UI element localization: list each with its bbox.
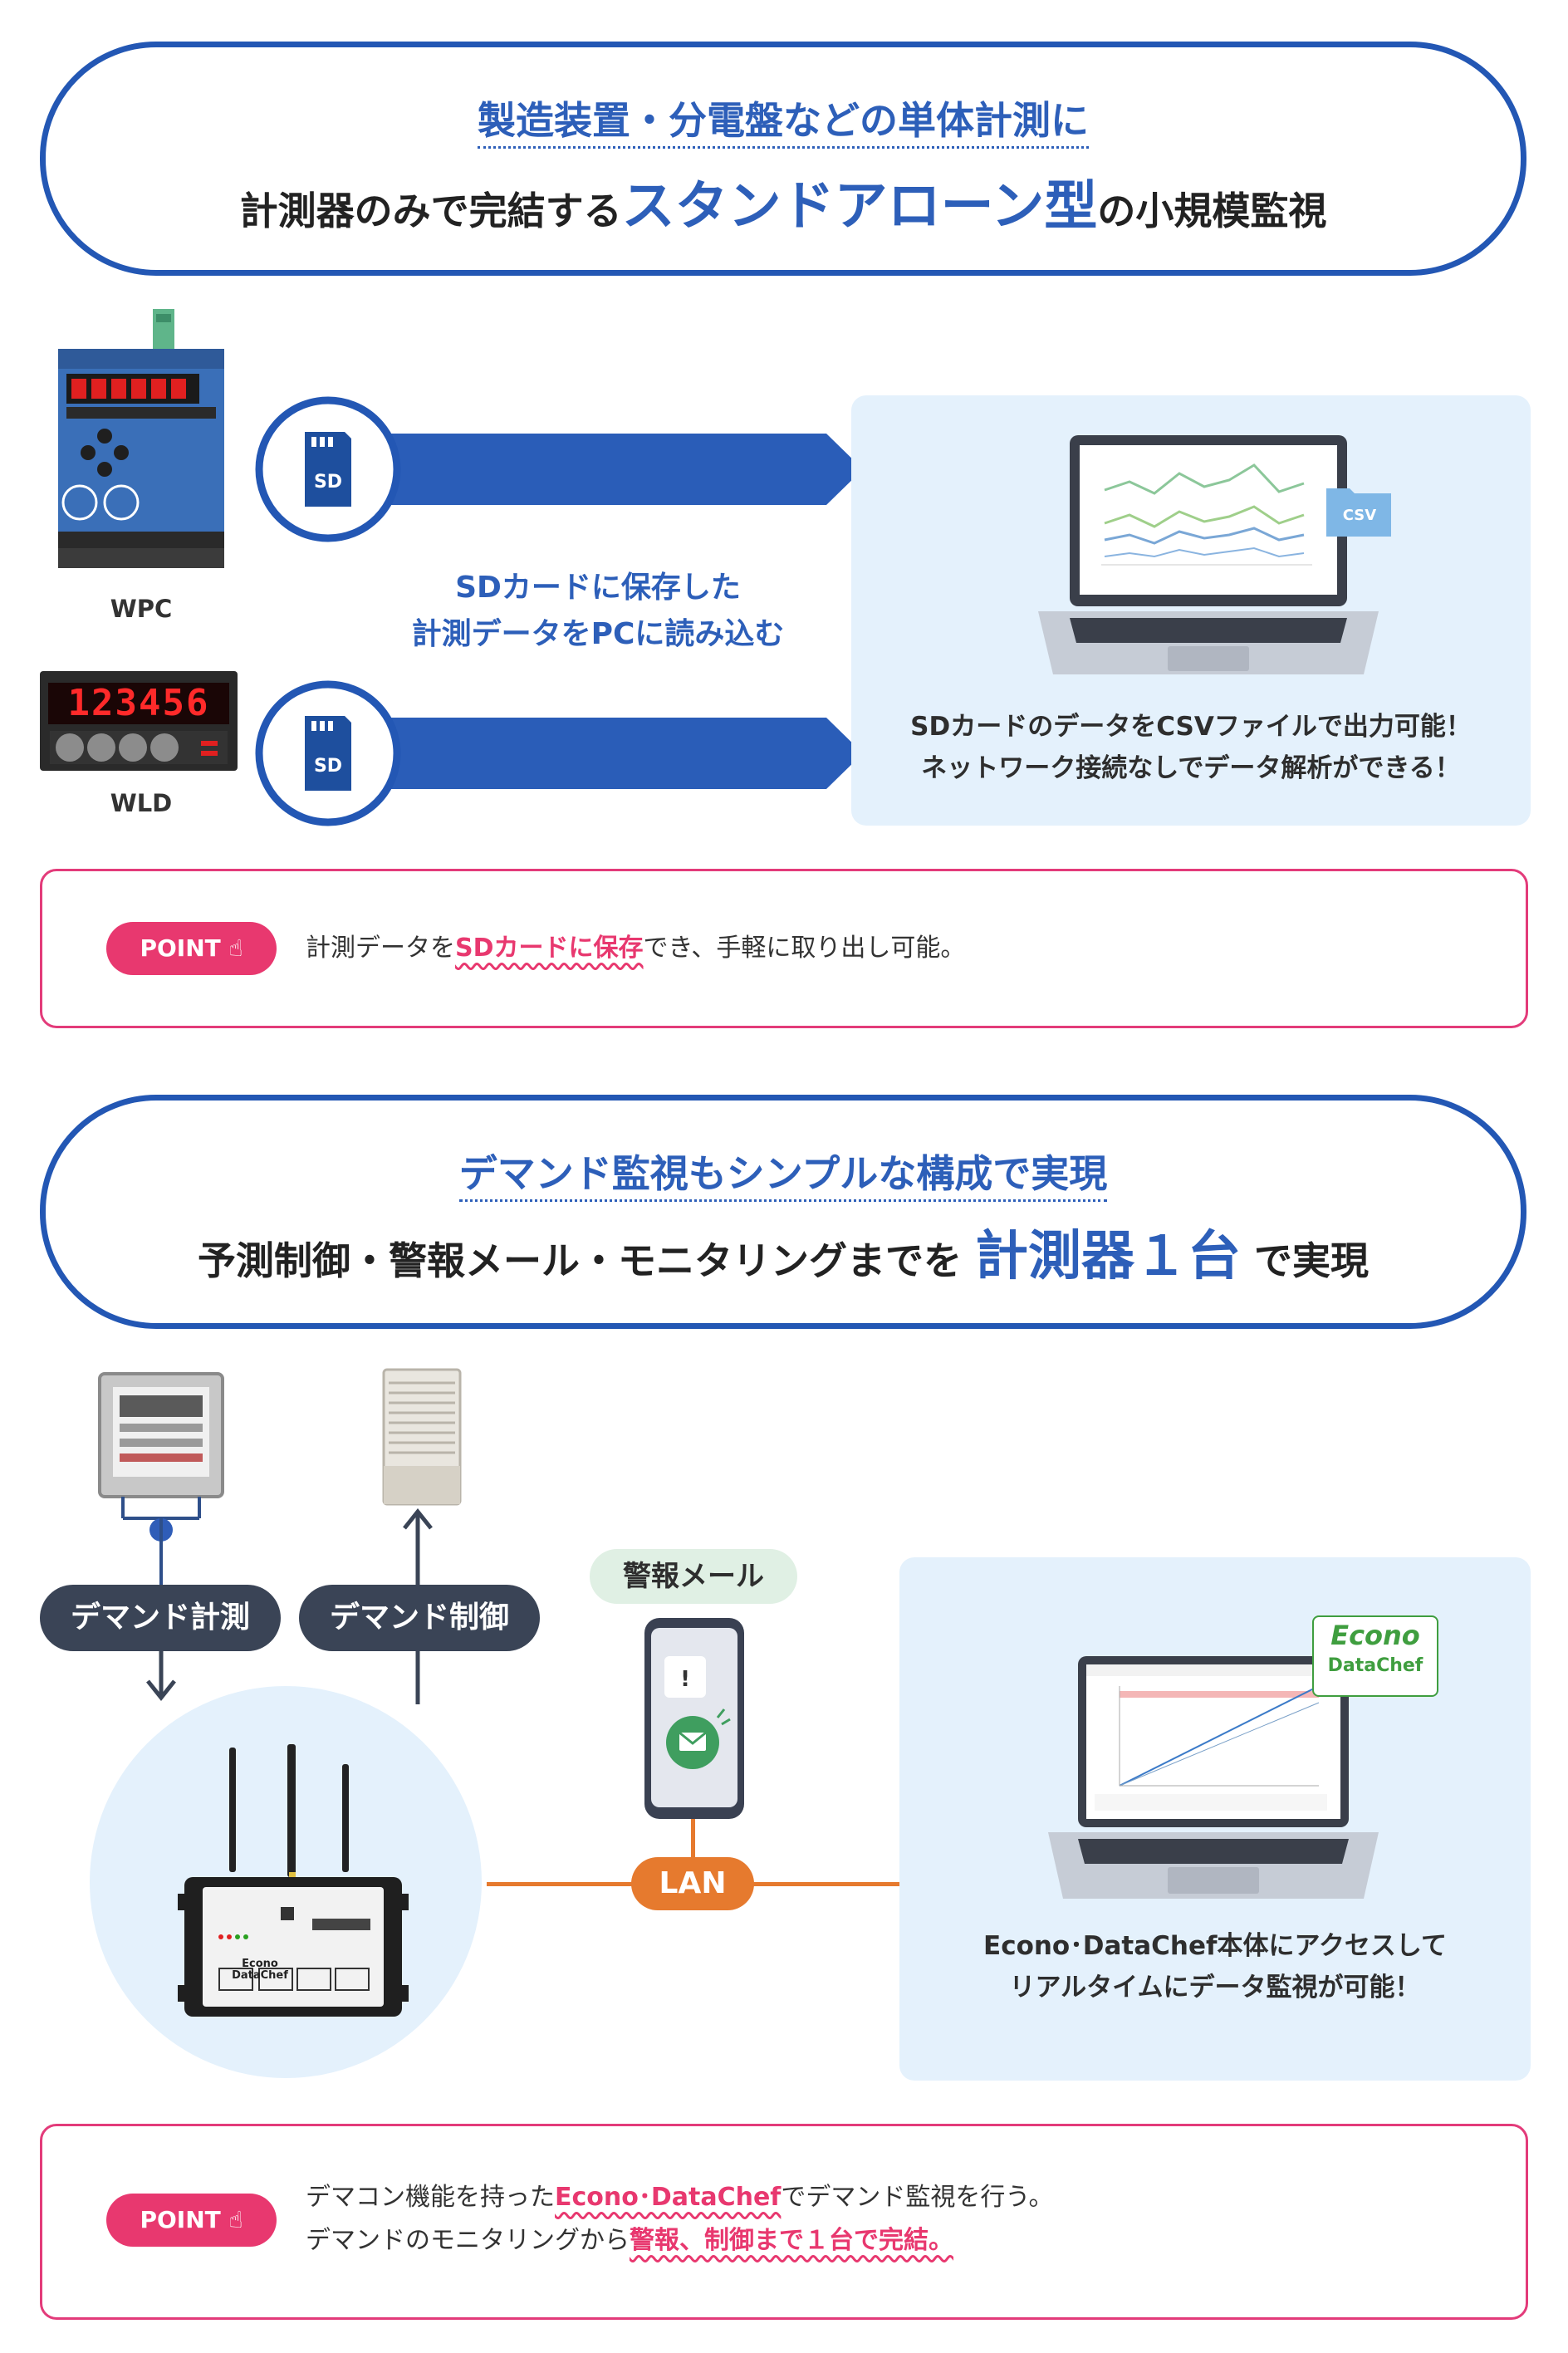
section1-title: 計測器のみで完結するスタンドアローン型の小規模監視 [239,176,1327,238]
section2-title: 予測制御・警報メール・モニタリングまでを 計測器１台 で実現 [197,1226,1370,1287]
wld-label: WLD [110,789,173,817]
econo-datachef-device-image [178,1744,409,2017]
lan-badge: LAN [631,1857,754,1910]
section1-subtitle: 製造装置・分電盤などの単体計測に [46,91,1521,149]
mail-to-lan-line [691,1817,695,1884]
wpc-label: WPC [110,595,173,623]
section2-subtitle: デマンド監視もシンプルな構成で実現 [46,1144,1521,1202]
demand-control-label: デマンド制御 [299,1585,540,1651]
panel2-description: Econo･DataChef本体にアクセスして リアルタイムにデータ監視が可能！ [983,1931,1447,2003]
econo-datachef-logo: Econo DataChef [1312,1615,1438,1697]
alarm-mail-label: 警報メール [590,1549,797,1604]
pointing-hand-icon: ☝ [228,2206,243,2233]
wpc-device-image [55,307,229,573]
section2-header: デマンド監視もシンプルな構成で実現 予測制御・警報メール・モニタリングまでを 計… [40,1095,1526,1329]
csv-folder-label: CSV [1342,507,1377,524]
device-econo-mark: Econo DataChef [232,1958,288,1982]
sd-transfer-arrow-top [255,396,863,542]
point-text-1: 計測データをSDカードに保存でき、手軽に取り出し可能。 [306,934,966,963]
point-badge-2: POINT ☝ [106,2194,277,2247]
point-box-2 [40,2124,1528,2320]
point-text-2: デマコン機能を持ったEcono･DataChefでデマンド監視を行う。 デマンド… [306,2183,1054,2255]
point-badge-1: POINT ☝ [106,922,277,975]
pointing-hand-icon: ☝ [228,934,243,962]
sd-transfer-caption: SDカードに保存した 計測データをPCに読み込む [411,571,785,651]
csv-folder-icon [1326,488,1391,537]
sd-transfer-arrow-bottom [255,680,863,826]
smartphone-mail-image: ! [644,1618,744,1819]
demand-measure-label: デマンド計測 [40,1585,281,1651]
wld-device-image: 123456 [40,671,238,771]
sd-card-icon: SD [313,472,343,493]
laptop-dashboard-image [1048,1656,1379,1899]
panel1-description: SDカードのデータをCSVファイルで出力可能！ ネットワーク接続なしでデータ解析… [910,712,1472,783]
point-box-1 [40,869,1528,1028]
air-conditioner-unit-image [382,1368,462,1506]
laptop-csv-image [1038,435,1379,674]
section1-header: 製造装置・分電盤などの単体計測に 計測器のみで完結するスタンドアローン型の小規模… [40,42,1526,276]
wld-display-digits: 123456 [67,682,210,724]
sd-card-icon: SD [313,756,343,777]
electric-meter-image [98,1372,224,1586]
svg-text:!: ! [680,1667,690,1692]
